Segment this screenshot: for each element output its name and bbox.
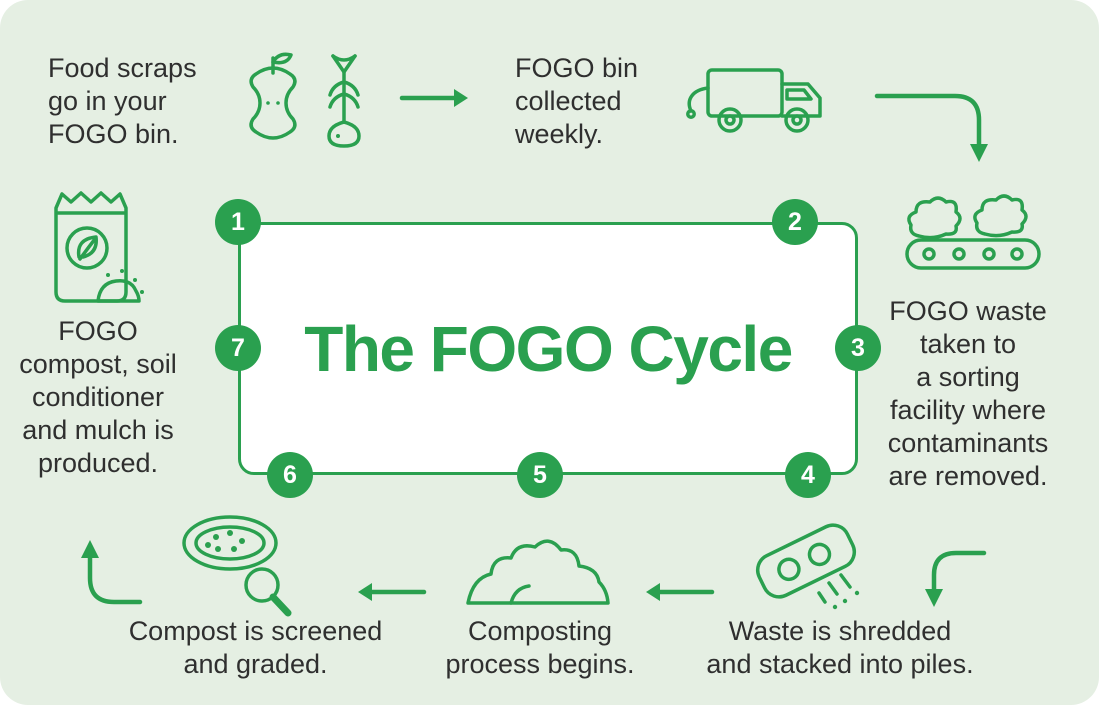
step-node-3: 3 [835, 325, 881, 371]
arrow-step3-to-step4-icon [916, 545, 988, 617]
step-5-label: Composting process begins. [445, 616, 635, 679]
arrow-step1-to-step2-icon [398, 84, 474, 112]
step-1-label: Food scraps go in your FOGO bin. [48, 53, 197, 149]
sorting-conveyor-icon [903, 182, 1043, 279]
arrow-step4-to-step5-icon [640, 578, 716, 606]
step-node-5: 5 [517, 452, 563, 498]
cycle-card: The FOGO Cycle [238, 222, 858, 475]
step-6-label: Compost is screened and graded. [128, 616, 383, 679]
step-3-label: FOGO waste taken to a sorting facility w… [887, 296, 1049, 491]
compost-pile-icon [463, 518, 613, 608]
food-scraps-icon [243, 48, 378, 153]
step-node-7: 7 [215, 325, 261, 371]
step-2-label: FOGO bin collected weekly. [515, 53, 639, 149]
step-node-4: 4 [785, 452, 831, 498]
step-4-label: Waste is shredded and stacked into piles… [706, 616, 974, 679]
page-title: The FOGO Cycle [304, 312, 793, 385]
step-node-2: 2 [772, 199, 818, 245]
arrow-step5-to-step6-icon [352, 578, 428, 606]
arrow-step2-to-step3-icon [873, 84, 993, 172]
step-node-6: 6 [267, 452, 313, 498]
step-7-label: FOGO compost, soil conditioner and mulch… [19, 316, 177, 478]
compost-bag-icon [38, 180, 148, 310]
arrow-step6-to-step7-icon [72, 528, 144, 612]
garbage-truck-icon [678, 54, 833, 144]
step-node-1: 1 [215, 199, 261, 245]
sieve-magnifier-icon [178, 503, 303, 623]
shredder-icon [743, 513, 873, 613]
